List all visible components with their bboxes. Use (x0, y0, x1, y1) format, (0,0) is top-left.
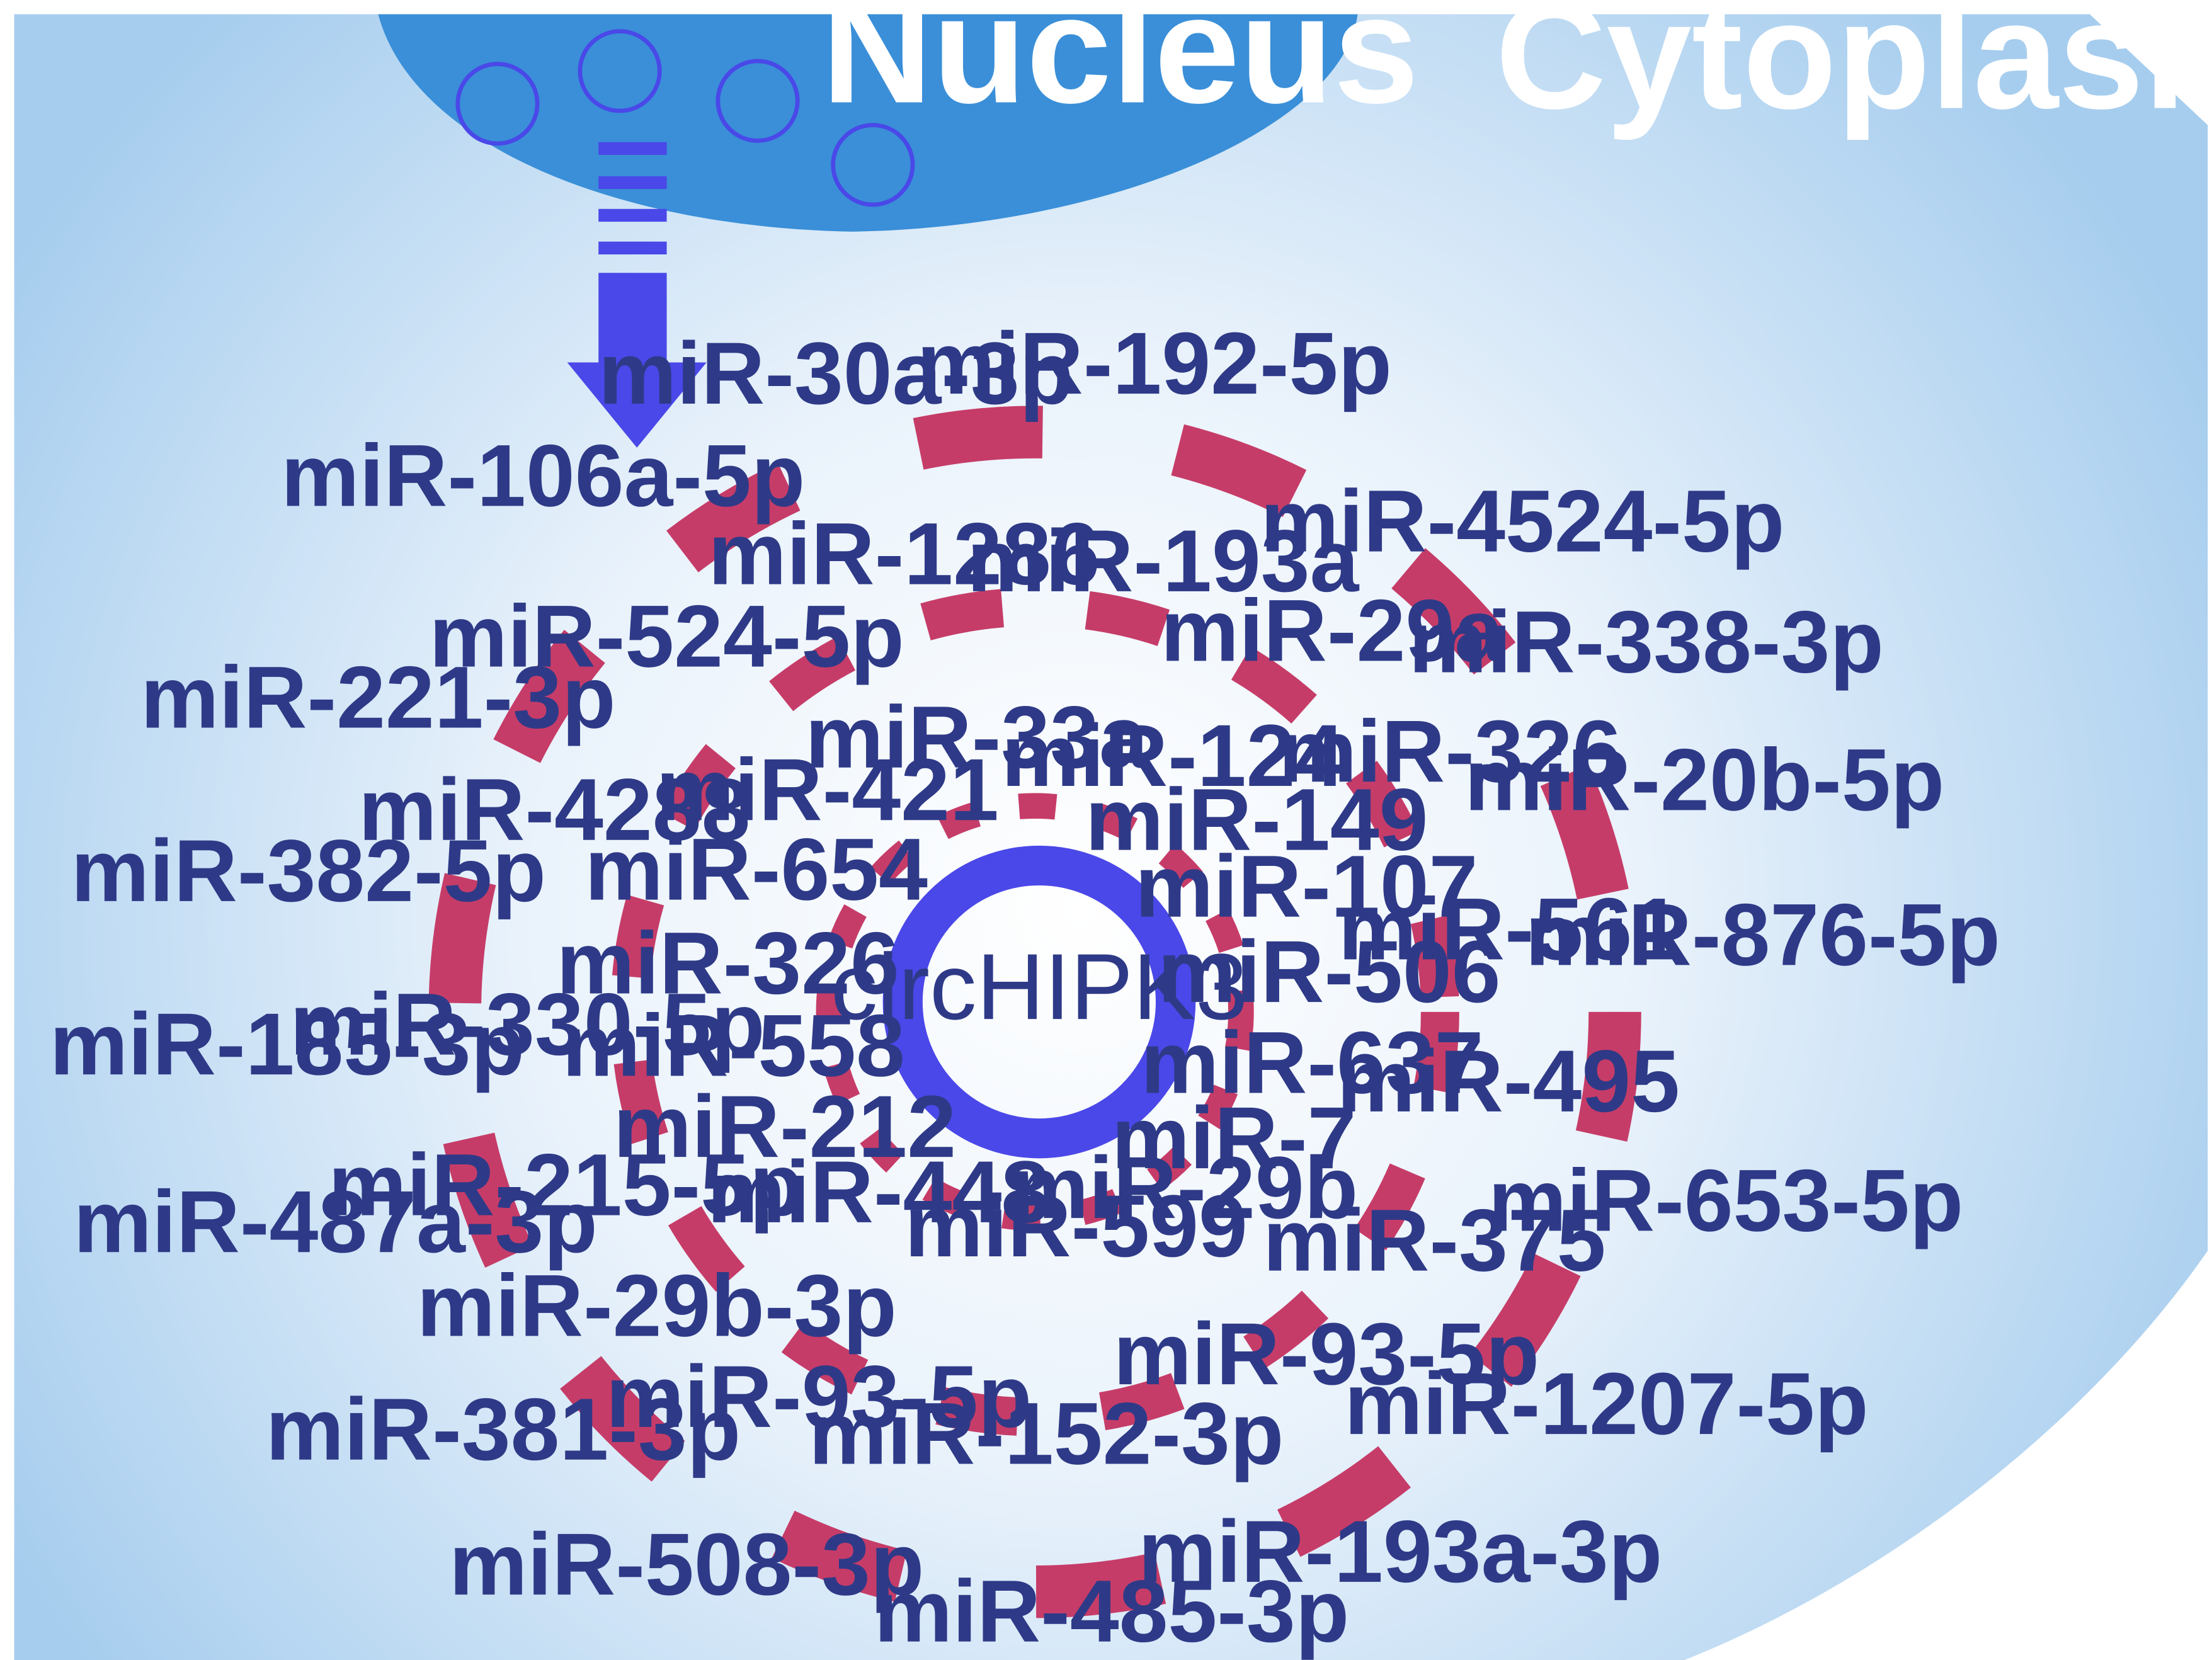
mirna-label: miR-561 (1338, 879, 1681, 978)
mirna-label: miR-421 (656, 740, 998, 839)
mirna-label: miR-93-5p (606, 1347, 1032, 1446)
mirna-label: miR-4288 (358, 760, 750, 859)
middle-ring (610, 588, 1459, 1436)
mirna-label: miR-653-5p (1488, 1151, 1963, 1249)
arrow-stripe (598, 241, 667, 254)
mirna-label: miR-1207-5p (1344, 1354, 1868, 1453)
mirna-label: miR-221-3p (140, 648, 615, 747)
nuclear-circle (578, 29, 662, 113)
mirna-label: miR-487a-3p (74, 1172, 598, 1271)
mirna-label: miR-93-5p (1114, 1304, 1539, 1403)
export-arrow (567, 142, 707, 448)
mirna-label: miR-654 (585, 820, 928, 919)
mirna-label: miR-524-5p (429, 586, 904, 685)
mirna-label: miR-212 (613, 1077, 956, 1176)
middle-ring-labels: miR-1286 miR-193a miR-524-5p miR-29a miR… (290, 504, 1681, 1483)
mirna-label: miR-29a (1161, 581, 1505, 679)
mirna-label: miR-20b-5p (1464, 730, 1944, 829)
mirna-label: miR-326 (1279, 702, 1621, 800)
arrow-stripe (598, 142, 667, 155)
mirna-label: miR-30a-3p (598, 324, 1073, 423)
mirna-label: miR-215-5p (328, 1135, 803, 1234)
inner-ring (816, 793, 1254, 1231)
mirna-label: miR-29b (1010, 1138, 1358, 1237)
cytoplasm-label: Cytoplasm (1495, 0, 2212, 141)
mirna-label: miR-448 (707, 1142, 1050, 1241)
mirna-label: miR-382-5p (71, 821, 546, 920)
circhipk3-ring: circHIPK3 (831, 845, 1248, 1159)
mirna-label: miR-193a (967, 511, 1359, 610)
nuclear-circle (831, 123, 915, 207)
mirna-label: miR-29b-3p (417, 1256, 897, 1355)
circhipk3-label: circHIPK3 (831, 934, 1248, 1039)
mirna-label: miR-152-3p (809, 1384, 1284, 1483)
inner-ring-labels: miR-33a miR-124 miR-421 miR-149 miR-654 … (556, 688, 1500, 1275)
mirna-label: miR-330-5p (290, 975, 765, 1074)
nuclear-circle (455, 62, 540, 146)
mirna-label: miR-33a (805, 688, 1149, 787)
mirna-label: miR-7 (1112, 1088, 1357, 1187)
mirna-label: miR-495 (1337, 1032, 1680, 1130)
mirna-label: miR-124 (1001, 706, 1345, 805)
mirna-label: miR-149 (1085, 770, 1428, 869)
mirna-label: miR-338-3p (1409, 592, 1884, 691)
mirna-label: miR-185-3p (50, 994, 525, 1093)
mirna-label: miR-381-3p (266, 1380, 741, 1479)
nucleus-label: Nucleus (821, 0, 1418, 135)
mirna-label: miR-637 (1141, 1013, 1483, 1112)
mirna-label: miR-326 (556, 914, 899, 1013)
mirna-label: miR-506 (1158, 922, 1500, 1021)
arrow-stripe (598, 208, 667, 222)
nuclear-circle (715, 59, 800, 143)
mirna-label: miR-485-3p (874, 1562, 1349, 1660)
mirna-label: miR-107 (1135, 837, 1478, 936)
arrow-stripe (598, 176, 667, 190)
outer-ring-labels: miR-30a-3p miR-192-5p miR-106a-5p miR-45… (50, 314, 2000, 1660)
mirna-label: miR-1286 (708, 504, 1100, 603)
outer-ring (428, 406, 1641, 1618)
mirna-label: miR-508-3p (449, 1515, 924, 1613)
mirna-label: miR-106a-5p (281, 426, 805, 525)
mirna-label: miR-375 (1263, 1191, 1605, 1290)
dashed-rings (428, 406, 1641, 1618)
mirna-label: miR-558 (562, 996, 904, 1094)
arrow-head (567, 362, 707, 448)
arrow-shaft (598, 273, 667, 366)
mirna-label: miR-193a-3p (1138, 1502, 1662, 1601)
cytoplasm (14, 14, 2208, 1660)
mirna-label: miR-599 (904, 1176, 1247, 1275)
mirna-label: miR-192-5p (917, 314, 1392, 412)
circhipk3-circle (882, 845, 1196, 1159)
mirna-label: miR-876-5p (1525, 885, 2000, 984)
mirna-label: miR-4524-5p (1260, 472, 1784, 571)
